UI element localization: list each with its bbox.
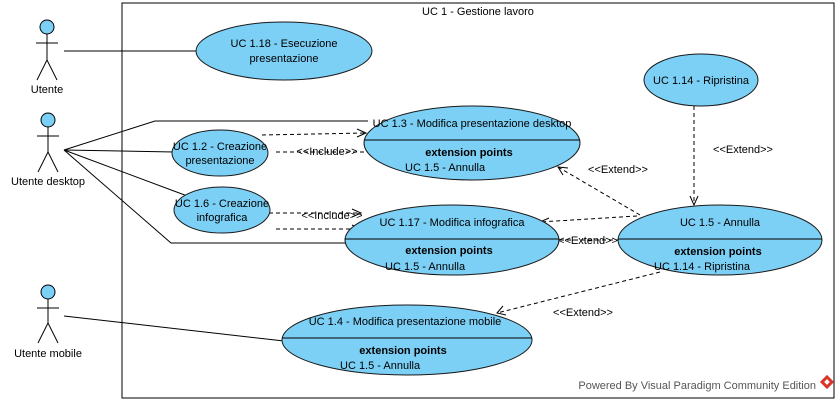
uc14-ext-point: UC 1.5 - Annulla [340,360,421,372]
assoc-mobile-uc14 [63,315,285,342]
assoc-desktop-uc16 [63,149,191,198]
extend-label-117: <<Extend>> [558,235,618,247]
usecase-uc16[interactable]: UC 1.6 - Creazione infografica [173,186,271,234]
uc117-ext-point: UC 1.5 - Annulla [385,261,466,273]
extend-arrow-117 [539,215,638,223]
uc15-ext-point: UC 1.14 - Ripristina [654,261,751,273]
usecase-uc14[interactable]: UC 1.4 - Modifica presentazione mobile e… [281,304,533,376]
include-arrow-2b-head [351,208,363,218]
usecase-uc12[interactable]: UC 1.2 - Creazione presentazione [171,129,269,177]
uc114-title: UC 1.14 - Ripristina [653,75,750,87]
uc15-title: UC 1.5 - Annulla [680,217,761,229]
footer-watermark: Powered By Visual Paradigm Community Edi… [578,374,835,392]
extend-arrow-114-head [689,195,699,207]
assoc-desktop-uc13 [63,120,368,151]
uc118-line1: UC 1.18 - Esecuzione [231,38,338,50]
usecase-uc117[interactable]: UC 1.17 - Modifica infografica extension… [344,204,560,276]
extend-arrow-14 [496,271,661,314]
usecase-uc13[interactable]: UC 1.3 - Modifica presentazione desktop … [363,105,581,181]
uc117-title: UC 1.17 - Modifica infografica [380,217,526,229]
usecase-uc118[interactable]: UC 1.18 - Esecuzione presentazione [195,21,373,81]
actor-utente-head [39,19,55,35]
include-arrow-1-head [356,128,368,138]
extend-label-13: <<Extend>> [588,164,648,176]
uc12-line2: presentazione [185,155,254,167]
actor-utente-desktop[interactable]: Utente desktop [11,112,85,188]
actor-utente-mobile[interactable]: Utente mobile [14,284,82,360]
visual-paradigm-logo-icon [819,374,835,390]
uc16-line1: UC 1.6 - Creazione [175,198,269,210]
include-label-2: <<Include>> [301,210,362,222]
assoc-desktop-uc117 [63,149,348,244]
uc16-line2: infografica [197,212,249,224]
usecase-uc114[interactable]: UC 1.14 - Ripristina [643,53,759,107]
stereotype-labels: <<Include>> <<Include>> <<Extend>> <<Ext… [296,144,773,319]
actor-utente-label: Utente [31,84,63,96]
uc13-title: UC 1.3 - Modifica presentazione desktop [373,118,572,130]
extend-arrow-13-head [557,166,569,176]
uc118-line2: presentazione [249,53,318,65]
uc117-ext-header: extension points [405,245,492,257]
uc12-line1: UC 1.2 - Creazione [173,141,267,153]
actor-desktop-label: Utente desktop [11,176,85,188]
assoc-desktop-uc12 [63,149,175,153]
uc14-ext-header: extension points [359,345,446,357]
actor-desktop-head [40,112,56,128]
actor-utente[interactable]: Utente [31,19,63,96]
extend-arrow-14-head [496,305,507,316]
usecase-uc15[interactable]: UC 1.5 - Annulla extension points UC 1.1… [617,204,823,276]
extend-label-114: <<Extend>> [713,144,773,156]
uc13-ext-header: extension points [425,147,512,159]
uc14-title: UC 1.4 - Modifica presentazione mobile [309,316,502,328]
include-arrow-1 [261,132,367,136]
extend-arrow-13 [557,166,641,216]
associations [63,50,368,342]
actor-mobile-label: Utente mobile [14,348,82,360]
include-label-1: <<Include>> [296,146,357,158]
footer-text: Powered By Visual Paradigm Community Edi… [578,380,816,392]
actor-mobile-head [40,284,56,300]
uc13-ext-point: UC 1.5 - Annulla [405,162,486,174]
extend-label-14: <<Extend>> [553,307,613,319]
uc15-ext-header: extension points [674,246,761,258]
system-title: UC 1 - Gestione lavoro [422,6,534,18]
